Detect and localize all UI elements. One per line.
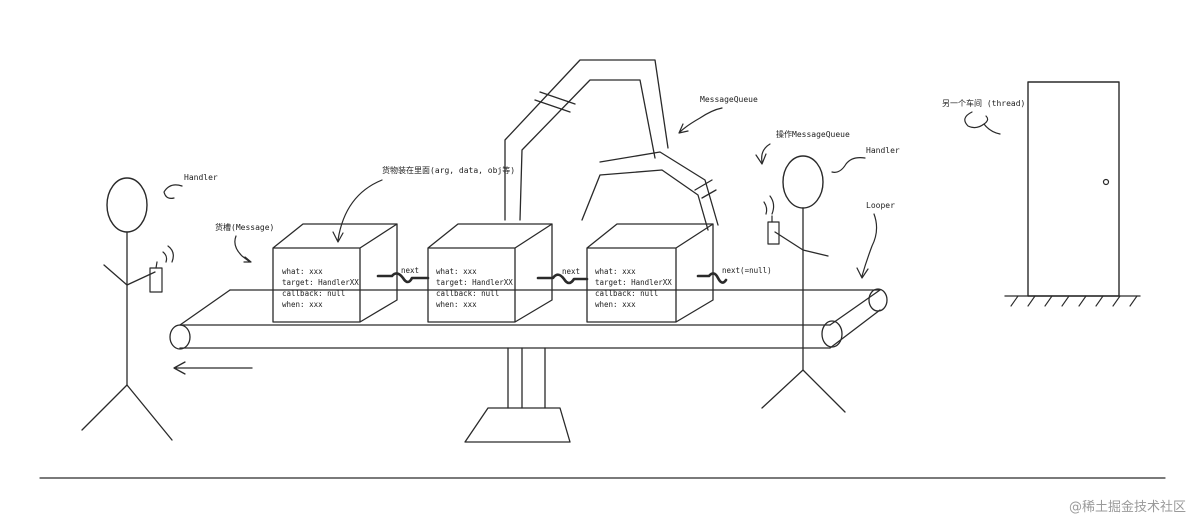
box-3-callback: callback: null [595,289,658,298]
handler-left-figure [81,177,174,441]
box-2-when: when: xxx [436,300,477,309]
goods-inside-label: 货物装在里面(arg, data, obj等) [382,165,515,175]
handler-left-phone [149,267,163,293]
next-link-2-line [536,273,589,285]
next-null-link: next(=null) [696,266,772,284]
conveyor-belt [169,288,888,375]
handler-left-label: Handler [184,173,218,182]
box-1-outline [272,223,398,323]
box-2-callback: callback: null [436,289,499,298]
box-1-target: target: HandlerXX [282,278,359,287]
right-roller-front [821,320,843,348]
handler-right-legs [761,369,846,413]
handler-left-legs [81,384,173,441]
message-box-1: what: xxx target: HandlerXX callback: nu… [272,223,398,323]
slot-message-pointer [234,235,252,263]
next-link-2-label: next [562,267,580,276]
handler-left-pointer [163,184,183,199]
floor-hatching [1010,295,1138,307]
handler-left-arms [103,264,156,286]
next-null-line [696,272,728,284]
other-workshop-pointer [964,111,1001,135]
box-1-when: when: xxx [282,300,323,309]
handler-right-pointer [831,157,866,173]
handler-right-arms [774,231,829,257]
box-1-callback: callback: null [282,289,345,298]
operate-mq-label: 操作MessageQueue [776,129,850,139]
box-3-target: target: HandlerXX [595,278,672,287]
box-3-when: when: xxx [595,300,636,309]
arm-upper-segment [504,59,669,221]
arm-gripper [581,151,719,231]
other-workshop-label: 另一个车间 (thread) [942,98,1025,108]
message-queue-label: MessageQueue [700,95,758,104]
robot-arm [464,59,719,443]
signal-icon [763,195,775,223]
handler-right-head [782,155,824,209]
next-null-label: next(=null) [722,266,772,275]
next-link-1-line [376,272,430,284]
box-1-what: what: xxx [282,267,323,276]
looper-pointer [856,213,878,279]
handler-right-figure [761,155,846,413]
message-box-3: what: xxx target: HandlerXX callback: nu… [586,223,714,323]
box-3-what: what: xxx [595,267,636,276]
goods-inside-pointer [332,179,383,243]
thread-door [1004,81,1141,307]
handler-right-phone [767,221,780,245]
handler-left-head [106,177,148,233]
arm-joint-marks [534,91,717,199]
box-2-target: target: HandlerXX [436,278,513,287]
arm-stand-column [507,347,546,409]
box-2-outline [427,223,553,323]
belt-side-edges [179,289,881,349]
box-2-what: what: xxx [436,267,477,276]
left-roller [169,324,191,350]
message-box-2: what: xxx target: HandlerXX callback: nu… [427,223,553,323]
handler-right-label: Handler [866,146,900,155]
looper-label: Looper [866,201,895,210]
right-roller-back [868,288,888,312]
next-link-2: next [536,267,589,285]
signal-icon [155,245,174,269]
belt-direction-arrow [173,361,253,375]
operate-mq-pointer [755,143,771,165]
next-link-1: next [376,266,430,284]
arm-stand-base [464,407,571,443]
next-link-1-label: next [401,266,419,275]
slot-message-label: 货槽(Message) [215,222,274,232]
door-frame [1027,81,1120,297]
door-knob [1102,178,1110,186]
box-3-outline [586,223,714,323]
watermark: @稀土掘金技术社区 [1068,500,1186,515]
message-queue-pointer [678,107,723,134]
